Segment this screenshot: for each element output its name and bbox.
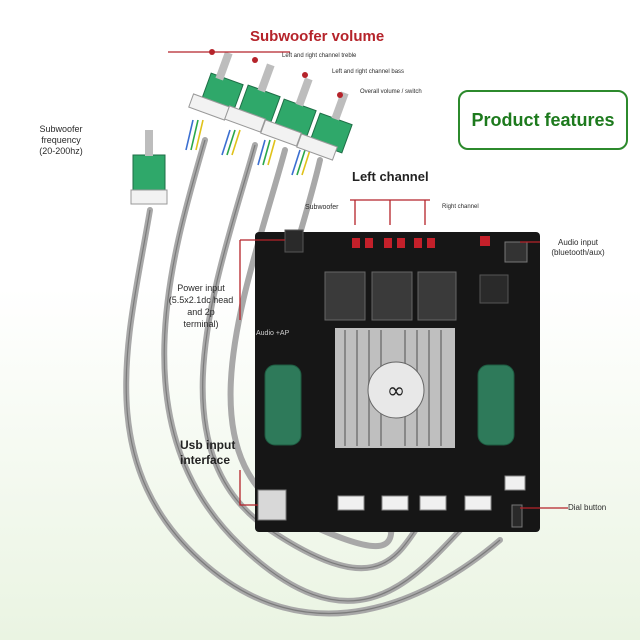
svg-text:∞: ∞ <box>387 379 405 404</box>
product-features-box: Product features <box>458 90 628 150</box>
right-channel-label: Right channel <box>442 204 479 210</box>
pot-bass <box>224 63 281 133</box>
power-input-line4: terminal) <box>183 319 219 329</box>
power-input-label: Power input (5.5x2.1dc head and 2p termi… <box>162 282 240 330</box>
capacitors <box>264 364 515 446</box>
left-channel-title: Left channel <box>352 169 429 184</box>
pot-treble <box>188 51 244 121</box>
treble-label: Left and right channel treble <box>282 53 357 59</box>
usb-input-line1: Usb input <box>180 438 236 452</box>
bass-label: Left and right channel bass <box>332 69 405 75</box>
subwoofer-volume-title: Subwoofer volume <box>250 28 385 45</box>
pot-treble-2 <box>260 77 317 147</box>
audio-input-line1: Audio input <box>557 238 599 247</box>
board-audio-text: Audio +AP <box>256 330 290 337</box>
wire-bundles <box>185 119 311 176</box>
subwoofer-frequency-line1: Subwoofer <box>39 124 83 134</box>
usb-input-line2: interface <box>180 453 231 467</box>
pot-subwoofer-freq <box>130 130 168 205</box>
power-input-line2: (5.5x2.1dc head <box>168 295 234 305</box>
audio-input-label: Audio input (bluetooth/aux) <box>542 238 614 258</box>
power-input-line1: Power input <box>177 283 225 293</box>
potentiometers <box>130 51 353 205</box>
dial-button-label: Dial button <box>568 503 607 512</box>
pot-overall-volume <box>296 91 353 161</box>
power-input-line3: and 2p <box>187 307 215 317</box>
callout-lines <box>168 51 568 509</box>
subwoofer-frequency-label: Subwoofer frequency (20-200hz) <box>32 124 90 157</box>
overall-volume-label: Overall volume / switch <box>360 89 422 95</box>
heatsink: ∞ <box>335 328 455 448</box>
usb-input-title: Usb input interface <box>180 438 235 468</box>
subwoofer-label: Subwoofer <box>305 204 339 211</box>
product-features-title: Product features <box>471 109 615 130</box>
subwoofer-frequency-line2: frequency <box>41 135 81 145</box>
amplifier-board: ∞ <box>255 229 540 532</box>
audio-input-line2: (bluetooth/aux) <box>551 248 605 257</box>
subwoofer-frequency-line3: (20-200hz) <box>39 146 83 156</box>
